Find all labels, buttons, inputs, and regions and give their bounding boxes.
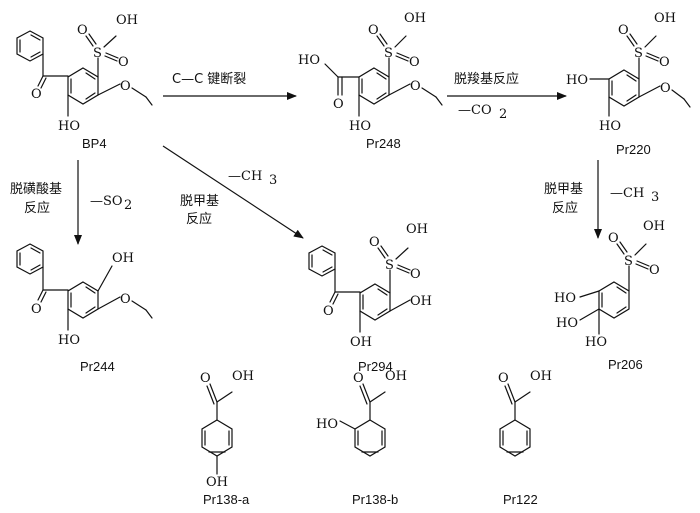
hydroxy-label: HO	[566, 73, 588, 88]
sulfur-label: S	[634, 46, 643, 61]
carboxyl-oh-label: OH	[530, 369, 552, 384]
structure-pr294: O S O O OH OH OH	[308, 222, 432, 350]
sulfonyl-oxygen-label: O	[608, 231, 619, 246]
methoxy-oxygen-label: O	[120, 292, 131, 307]
structure-pr244: O OH O HO	[16, 243, 153, 348]
compound-label-pr138b: Pr138-b	[352, 492, 398, 507]
hydroxy-label: HO	[316, 417, 338, 432]
carbonyl-oxygen-label: O	[31, 302, 42, 317]
structure-pr248: HO O S O O OH O HO	[298, 11, 443, 134]
reaction-label-desulfonation-line2: 反应	[24, 200, 50, 216]
hydroxy-label: HO	[58, 333, 80, 348]
sulfonic-oh-label: OH	[406, 222, 428, 237]
sulfonic-oh-label: OH	[404, 11, 426, 26]
carbonyl-oxygen-label: O	[353, 371, 364, 386]
compound-label-pr244: Pr244	[80, 359, 115, 374]
compound-label-pr206: Pr206	[608, 357, 643, 372]
compound-label-pr248: Pr248	[366, 136, 401, 151]
compound-label-pr294: Pr294	[358, 359, 393, 374]
structure-pr206: S O O OH HO HO HO	[554, 219, 665, 350]
arrow-demethylation-center	[162, 145, 304, 239]
ch3-subscript: 3	[269, 173, 277, 188]
hydroxy-label: HO	[349, 119, 371, 134]
sulfonyl-oxygen-label: O	[77, 23, 88, 38]
co2-subscript: 2	[499, 107, 507, 122]
sulfonyl-oxygen-label: O	[118, 55, 129, 70]
sulfonic-oh-label: OH	[116, 13, 138, 28]
reaction-label-demethylation-line2: 反应	[552, 200, 578, 216]
compound-label-pr122: Pr122	[503, 492, 538, 507]
sulfonyl-oxygen-label: O	[369, 235, 380, 250]
so2-subscript: 2	[124, 198, 132, 213]
carboxyl-oh-label: HO	[298, 53, 320, 68]
sulfonyl-oxygen-label: O	[659, 55, 670, 70]
sulfonyl-oxygen-label: O	[368, 23, 379, 38]
sulfonyl-oxygen-label: O	[409, 55, 420, 70]
reaction-label-decarboxylation: 脱羧基反应	[454, 71, 519, 87]
structure-pr220: S O O OH O HO HO	[566, 11, 691, 134]
sulfur-label: S	[624, 254, 633, 269]
hydroxy-label: OH	[350, 335, 372, 350]
methoxy-oxygen-label: O	[410, 79, 421, 94]
structure-pr138a: O OH OH	[200, 369, 254, 490]
carbonyl-oxygen-label: O	[323, 304, 334, 319]
compound-label-pr220: Pr220	[616, 142, 651, 157]
minus-so2-label: —SO	[90, 194, 123, 209]
reaction-label-cc-cleavage: C—C 键断裂	[172, 72, 246, 87]
sulfonyl-oxygen-label: O	[410, 267, 421, 282]
ch3-subscript: 3	[651, 190, 659, 205]
carboxyl-oh-label: OH	[232, 369, 254, 384]
reaction-label-desulfonation: 脱磺酸基	[10, 182, 62, 197]
hydroxy-label: HO	[599, 119, 621, 134]
carboxyl-oxygen-label: O	[333, 97, 344, 112]
compound-label-bp4: BP4	[82, 136, 107, 151]
sulfur-label: S	[384, 46, 393, 61]
hydroxy-label: HO	[556, 316, 578, 331]
carboxyl-oh-label: OH	[385, 369, 407, 384]
structure-pr122: O OH	[498, 369, 552, 457]
reaction-label-demethylation: 脱甲基	[544, 182, 583, 197]
structure-bp4: O S O O OH O HO	[16, 13, 153, 134]
carbonyl-oxygen-label: O	[31, 87, 42, 102]
hydroxy-label: OH	[206, 475, 228, 490]
structure-pr138b: O OH HO	[316, 369, 407, 457]
carbonyl-oxygen-label: O	[498, 371, 509, 386]
methoxy-oxygen-label: O	[120, 79, 131, 94]
sulfur-label: S	[93, 46, 102, 61]
minus-ch3-label: —CH	[228, 169, 262, 184]
minus-co2-label: —CO	[458, 103, 492, 118]
compound-label-pr138a: Pr138-a	[203, 492, 250, 507]
sulfonyl-oxygen-label: O	[649, 263, 660, 278]
minus-ch3-label: —CH	[610, 186, 644, 201]
sulfur-label: S	[385, 258, 394, 273]
hydroxy-label: HO	[585, 335, 607, 350]
reaction-label-demethylation-line2: 反应	[186, 211, 212, 227]
reaction-label-demethylation: 脱甲基	[180, 194, 219, 209]
hydroxy-label: OH	[112, 251, 134, 266]
carbonyl-oxygen-label: O	[200, 371, 211, 386]
hydroxy-label: OH	[410, 294, 432, 309]
sulfonic-oh-label: OH	[654, 11, 676, 26]
methoxy-oxygen-label: O	[660, 81, 671, 96]
sulfonic-oh-label: OH	[643, 219, 665, 234]
hydroxy-label: HO	[554, 291, 576, 306]
hydroxy-label: HO	[58, 119, 80, 134]
sulfonyl-oxygen-label: O	[618, 23, 629, 38]
